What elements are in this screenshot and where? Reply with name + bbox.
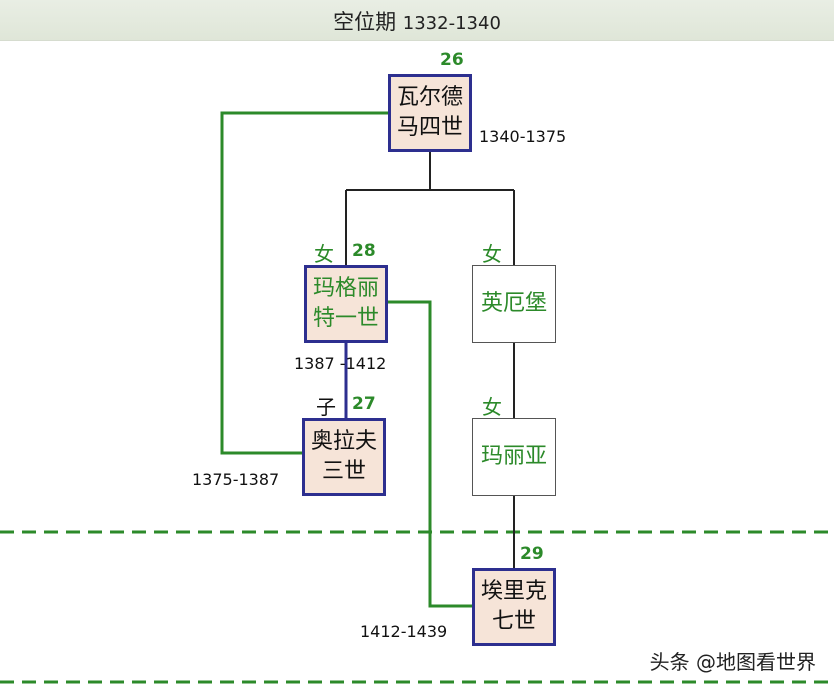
node-name-line2: 三世 bbox=[321, 459, 366, 484]
interregnum-years: 1332-1340 bbox=[402, 13, 501, 34]
number-badge-26: 26 bbox=[440, 50, 464, 70]
node-name-line1: 瓦尔德 bbox=[396, 85, 463, 110]
node-maria: 玛丽亚 bbox=[472, 418, 556, 496]
node-valdemar-iv: 瓦尔德 马四世 bbox=[388, 74, 472, 152]
node-name-line1: 英厄堡 bbox=[480, 291, 547, 316]
reign-years: 1375-1387 bbox=[192, 470, 280, 489]
succession-margaret-eric bbox=[388, 300, 472, 608]
node-name-line2: 七世 bbox=[491, 609, 536, 634]
interregnum-label: 空位期 bbox=[333, 10, 397, 34]
node-eric-vii: 埃里克 七世 bbox=[472, 568, 556, 646]
reign-years: 1340-1375 bbox=[479, 127, 567, 146]
node-name-line1: 奥拉夫 bbox=[310, 429, 377, 454]
relation-daughter: 女 bbox=[314, 242, 334, 266]
node-ingeborg: 英厄堡 bbox=[472, 265, 556, 343]
node-margaret-i: 玛格丽 特一世 bbox=[304, 265, 388, 343]
number-badge-28: 28 bbox=[352, 241, 376, 261]
interregnum-title: 空位期 1332-1340 bbox=[0, 6, 834, 36]
node-name-line1: 玛丽亚 bbox=[480, 444, 547, 469]
node-name-line2: 马四世 bbox=[396, 115, 463, 140]
reign-years: 1412-1439 bbox=[360, 622, 448, 641]
number-badge-27: 27 bbox=[352, 394, 376, 414]
watermark: 头条 @地图看世界 bbox=[649, 650, 816, 674]
number-badge-29: 29 bbox=[520, 544, 544, 564]
node-name-line1: 玛格丽 bbox=[312, 276, 379, 301]
node-name-line1: 埃里克 bbox=[480, 579, 547, 604]
relation-daughter: 女 bbox=[482, 242, 502, 266]
reign-years: 1387 -1412 bbox=[294, 354, 387, 373]
succession-valdemar-olaf bbox=[220, 111, 388, 455]
relation-daughter: 女 bbox=[482, 395, 502, 419]
relation-son: 子 bbox=[316, 395, 336, 419]
node-olaf-iii: 奥拉夫 三世 bbox=[302, 418, 386, 496]
header-band bbox=[0, 0, 834, 41]
node-name-line2: 特一世 bbox=[312, 306, 379, 331]
